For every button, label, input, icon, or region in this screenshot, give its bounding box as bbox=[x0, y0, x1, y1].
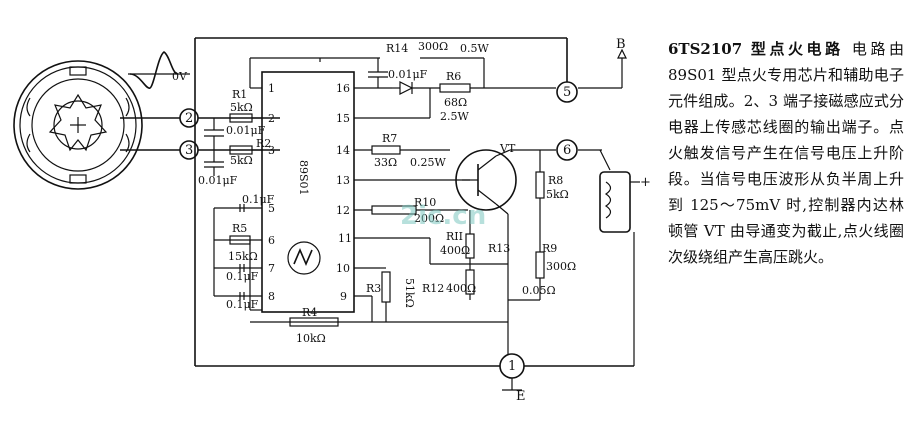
r3-value: 51kΩ bbox=[403, 278, 416, 308]
c5-value: 0.1μF bbox=[226, 298, 259, 311]
svg-text:2: 2 bbox=[185, 111, 193, 126]
pin-1: 1 bbox=[268, 82, 275, 95]
wiring bbox=[120, 37, 640, 391]
watermark: 2ic.cn bbox=[400, 201, 486, 231]
pin-6: 6 bbox=[268, 234, 275, 247]
pin-2: 2 bbox=[268, 112, 275, 125]
terminal-1: 1 bbox=[499, 353, 525, 379]
svg-text:1: 1 bbox=[508, 359, 516, 374]
r12-value: 400Ω bbox=[446, 282, 476, 295]
transistor-label: VT bbox=[499, 142, 516, 155]
pin-14: 14 bbox=[336, 144, 350, 157]
pin-5: 5 bbox=[268, 202, 275, 215]
r10-label: R10 bbox=[414, 196, 436, 209]
r14-power: 0.5W bbox=[460, 42, 489, 55]
terminal-2: 2 bbox=[179, 108, 199, 128]
r4-label: R4 bbox=[302, 306, 317, 319]
r6-value: 68Ω bbox=[444, 96, 467, 109]
pin-9: 9 bbox=[340, 290, 347, 303]
chip-label: 89S01 bbox=[297, 160, 310, 196]
terminal-e-label: E bbox=[516, 389, 526, 404]
c6-value: 0.01μF bbox=[388, 68, 428, 81]
r12-label: R12 bbox=[422, 282, 444, 295]
pin-16: 16 bbox=[336, 82, 350, 95]
r7-label: R7 bbox=[382, 132, 397, 145]
r7-value: 33Ω bbox=[374, 156, 397, 169]
pin-11: 11 bbox=[338, 232, 352, 245]
c1-value: 0.01μF bbox=[226, 124, 266, 137]
r9-value: 300Ω bbox=[546, 260, 576, 273]
r8-label: R8 bbox=[548, 174, 563, 187]
terminal-6: 6 bbox=[556, 139, 578, 161]
pin-8: 8 bbox=[268, 290, 275, 303]
pin-7: 7 bbox=[268, 262, 275, 275]
r7-power: 0.25W bbox=[410, 156, 446, 169]
circuit-diagram: 0V bbox=[13, 37, 650, 404]
r14-value: 300Ω bbox=[418, 40, 448, 53]
pin-15: 15 bbox=[336, 112, 350, 125]
r5-label: R5 bbox=[232, 222, 247, 235]
r2-label: R2 bbox=[256, 137, 271, 150]
r11-value: 400Ω bbox=[440, 244, 470, 257]
r5-value: 15kΩ bbox=[228, 250, 258, 263]
description-title: 6TS2107 型点火电路 bbox=[668, 40, 844, 58]
r2-value: 5kΩ bbox=[230, 154, 253, 167]
r3-label: R3 bbox=[366, 282, 381, 295]
distributor-rotor bbox=[13, 60, 143, 190]
description-body: 电路由 89S01 型点火专用芯片和辅助电子元件组成。2、3 端子接磁感应式分电… bbox=[668, 40, 904, 266]
svg-text:3: 3 bbox=[185, 143, 193, 158]
resistor-r4 bbox=[289, 317, 339, 327]
r11-label: RII bbox=[446, 230, 463, 243]
r1-label: R1 bbox=[232, 88, 247, 101]
terminal-plus-label: + bbox=[640, 175, 650, 190]
signal-waveform: 0V bbox=[128, 51, 190, 89]
description-panel: 6TS2107 型点火电路 电路由 89S01 型点火专用芯片和辅助电子元件组成… bbox=[668, 36, 904, 270]
pin-12: 12 bbox=[336, 204, 350, 217]
svg-text:6: 6 bbox=[563, 143, 571, 158]
pin-3: 3 bbox=[268, 144, 275, 157]
c3-value: 0.1μF bbox=[242, 193, 275, 206]
pin-13: 13 bbox=[336, 174, 350, 187]
r10-value: 200Ω bbox=[414, 212, 444, 225]
c2-value: 0.01μF bbox=[198, 174, 238, 187]
terminal-5: 5 bbox=[556, 81, 578, 103]
r9-label: R9 bbox=[542, 242, 557, 255]
c4-value: 0.1μF bbox=[226, 270, 259, 283]
waveform-label: 0V bbox=[172, 70, 188, 83]
r1-value: 5kΩ bbox=[230, 101, 253, 114]
pin-10: 10 bbox=[336, 262, 350, 275]
r6-label: R6 bbox=[446, 70, 461, 83]
terminal-3: 3 bbox=[179, 140, 199, 160]
r8-value: 5kΩ bbox=[546, 188, 569, 201]
svg-text:5: 5 bbox=[563, 85, 571, 100]
chip-89s01 bbox=[261, 71, 355, 313]
terminal-b-label: B bbox=[616, 37, 626, 52]
r14-label: R14 bbox=[386, 42, 408, 55]
ignition-coil bbox=[599, 171, 631, 233]
r4-value: 10kΩ bbox=[296, 332, 326, 345]
r6-power: 2.5W bbox=[440, 110, 469, 123]
r13-label: R13 bbox=[488, 242, 510, 255]
r9-value2: 0.05Ω bbox=[522, 284, 556, 297]
